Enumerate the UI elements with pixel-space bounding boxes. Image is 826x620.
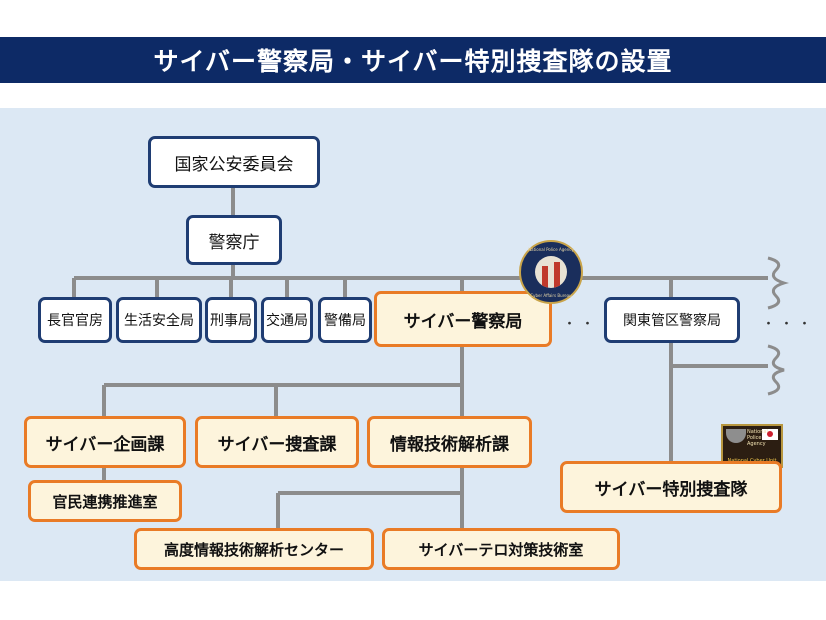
emblem-bottom-text: Cyber Affairs Bureau (530, 293, 572, 298)
emblem-center (535, 256, 567, 288)
ellipsis-middle: ・・ (563, 317, 600, 332)
cyber-bureau-emblem-icon: National Police Agency Cyber Affairs Bur… (519, 240, 583, 304)
emblem-top-text: National Police Agency (528, 247, 574, 252)
national-public-safety-commission: 国家公安委員会 (148, 136, 320, 188)
it-analysis-division: 情報技術解析課 (367, 416, 532, 468)
patch-eagle-icon (726, 429, 746, 443)
bureau-secretariat: 長官官房 (38, 297, 112, 343)
bureau-traffic: 交通局 (261, 297, 313, 343)
kanto-regional-police-bureau: 関東管区警察局 (604, 297, 740, 343)
public-private-partnership-office: 官民連携推進室 (28, 480, 182, 522)
emblem-bar-right (554, 262, 560, 288)
national-police-agency: 警察庁 (186, 215, 282, 265)
cyber-affairs-bureau: サイバー警察局 (374, 291, 552, 347)
advanced-it-analysis-center: 高度情報技術解析センター (134, 528, 374, 570)
ellipsis-right: ・・・ (762, 317, 817, 332)
bureau-community-safety: 生活安全局 (116, 297, 202, 343)
bureau-criminal-investigation: 刑事局 (205, 297, 257, 343)
cyber-planning-division: サイバー企画課 (24, 416, 186, 468)
bureau-security: 警備局 (318, 297, 372, 343)
page-title: サイバー警察局・サイバー特別捜査隊の設置 (0, 37, 826, 83)
cyber-investigation-division: サイバー捜査課 (195, 416, 359, 468)
cyber-terrorism-countermeasures-office: サイバーテロ対策技術室 (382, 528, 620, 570)
national-cyber-special-investigation-unit: サイバー特別捜査隊 (560, 461, 782, 513)
patch-agency-text: National Police Agency (747, 429, 768, 447)
japan-flag-icon (762, 429, 778, 440)
emblem-bar-left (542, 266, 548, 288)
